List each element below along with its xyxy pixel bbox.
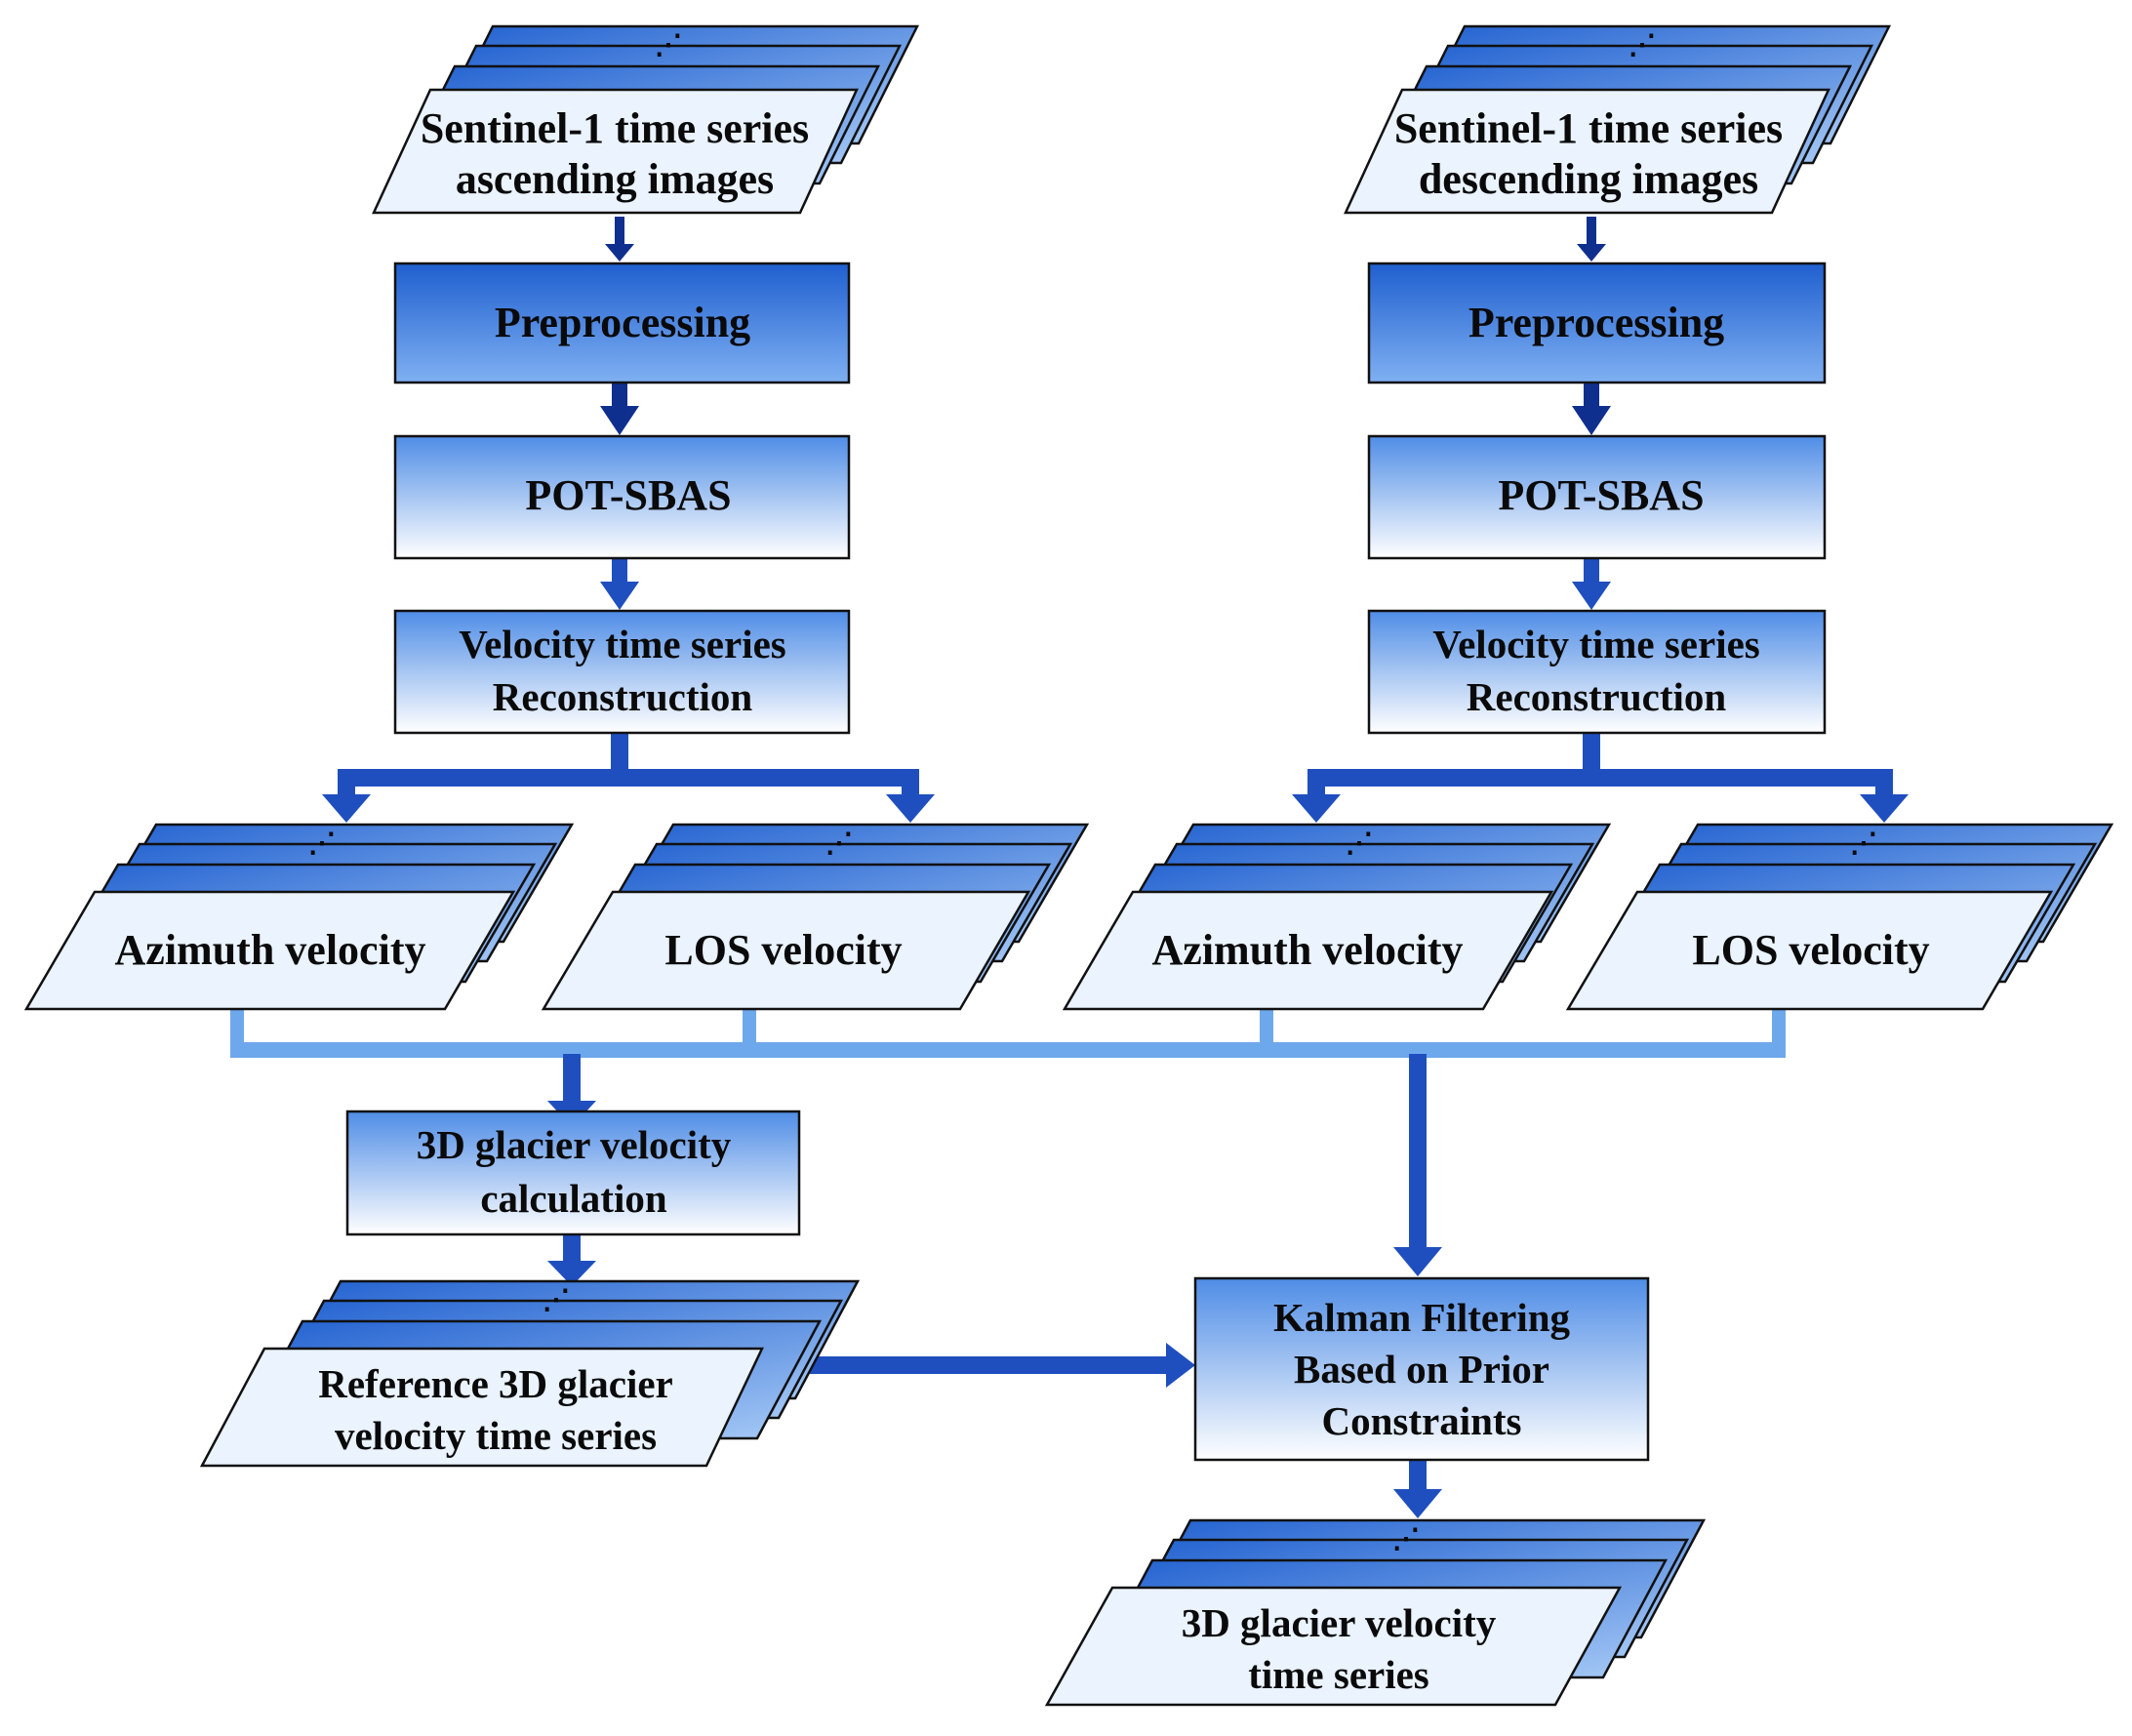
reconstruction-box-right bbox=[1367, 609, 1827, 735]
stack-los-left: ⋰ LOS velocity bbox=[541, 823, 1090, 1011]
kalman-line1: Kalman Filtering bbox=[1273, 1295, 1571, 1340]
preprocessing-box-left bbox=[393, 262, 851, 384]
reconstruction-box-left bbox=[393, 609, 851, 735]
reconstruction-line1-right: Velocity time series bbox=[1432, 622, 1759, 666]
pot-sbas-box-left bbox=[393, 434, 851, 560]
azimuth-velocity-label-left: Azimuth velocity bbox=[115, 926, 426, 974]
input-ascending-line2: ascending images bbox=[456, 155, 774, 203]
stack-dots: ⋰ bbox=[543, 1285, 570, 1315]
reconstruction-line2-right: Reconstruction bbox=[1467, 674, 1727, 719]
pot-sbas-label-left: POT-SBAS bbox=[525, 471, 731, 519]
stack-los-right: ⋰ LOS velocity bbox=[1565, 823, 2114, 1011]
output-line2: time series bbox=[1248, 1652, 1429, 1697]
stack-reference: ⋰ Reference 3D glacier velocity time ser… bbox=[199, 1279, 861, 1468]
los-velocity-label-right: LOS velocity bbox=[1692, 926, 1929, 974]
stack-azimuth-right: ⋰ Azimuth velocity bbox=[1062, 823, 1612, 1011]
preprocessing-label-left: Preprocessing bbox=[495, 299, 750, 346]
stack-dots: ⋰ bbox=[1850, 828, 1877, 859]
pot-sbas-label-right: POT-SBAS bbox=[1498, 471, 1704, 519]
reference-line2: velocity time series bbox=[335, 1413, 657, 1458]
azimuth-velocity-label-right: Azimuth velocity bbox=[1152, 926, 1464, 974]
stack-output: ⋰ 3D glacier velocity time series bbox=[1044, 1518, 1707, 1707]
kalman-line2: Based on Prior bbox=[1294, 1347, 1549, 1392]
stack-dots: ⋰ bbox=[1392, 1524, 1420, 1554]
preprocessing-box-right bbox=[1367, 262, 1827, 384]
input-descending-line1: Sentinel-1 time series bbox=[1394, 104, 1783, 152]
reconstruction-line1-left: Velocity time series bbox=[459, 622, 785, 666]
los-velocity-label-left: LOS velocity bbox=[664, 926, 902, 974]
output-line1: 3D glacier velocity bbox=[1182, 1600, 1497, 1645]
calc3d-line1: 3D glacier velocity bbox=[417, 1122, 732, 1167]
preprocessing-label-right: Preprocessing bbox=[1468, 299, 1724, 346]
stack-dots: ⋰ bbox=[1346, 828, 1373, 859]
input-descending-line2: descending images bbox=[1419, 155, 1758, 203]
kalman-box bbox=[1193, 1276, 1650, 1462]
reference-line1: Reference 3D glacier bbox=[318, 1361, 673, 1406]
calc3d-line2: calculation bbox=[480, 1176, 667, 1221]
reconstruction-line2-left: Reconstruction bbox=[493, 674, 753, 719]
connectors bbox=[230, 217, 1909, 1518]
stack-dots: ⋰ bbox=[655, 30, 682, 61]
stack-azimuth-left: ⋰ Azimuth velocity bbox=[23, 823, 575, 1011]
stack-dots: ⋰ bbox=[825, 828, 853, 859]
stack-input-descending: ⋰ Sentinel-1 time series descending imag… bbox=[1344, 24, 1892, 215]
input-ascending-line1: Sentinel-1 time series bbox=[421, 104, 809, 152]
stack-dots: ⋰ bbox=[308, 828, 336, 859]
stack-dots: ⋰ bbox=[1629, 30, 1656, 61]
kalman-line3: Constraints bbox=[1321, 1398, 1521, 1443]
pot-sbas-box-right bbox=[1367, 434, 1827, 560]
calc3d-box bbox=[345, 1110, 801, 1236]
stack-input-ascending: ⋰ Sentinel-1 time series ascending image… bbox=[372, 24, 920, 215]
